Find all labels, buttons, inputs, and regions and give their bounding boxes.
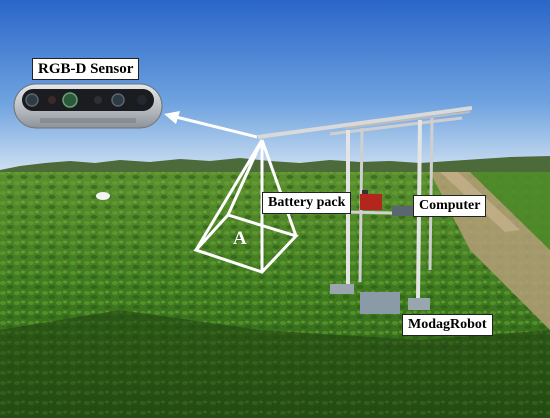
modagrobot-label: ModagRobot xyxy=(402,314,493,336)
sensor-lens-far xyxy=(137,95,147,105)
far-field xyxy=(470,172,550,250)
battery-pack xyxy=(360,194,382,210)
robot-wheel-right xyxy=(408,298,430,310)
field-of-view-frustum xyxy=(193,139,299,274)
sensor-vent xyxy=(40,118,136,123)
sensor-lens-left xyxy=(25,93,39,107)
region-a-label: A xyxy=(233,228,247,249)
battery-pack-label: Battery pack xyxy=(262,192,352,214)
frame-crossbar-upper xyxy=(344,111,471,129)
robot-wheel-left xyxy=(330,284,354,294)
computer-label: Computer xyxy=(413,195,487,217)
ir-emitter-icon xyxy=(48,96,56,104)
tree-line xyxy=(0,156,550,176)
field-object xyxy=(96,192,110,200)
computer-box xyxy=(392,206,422,216)
frame-crossbar xyxy=(329,116,463,136)
sensor-arrow-line xyxy=(175,115,258,139)
sensor-arrow-head xyxy=(164,111,180,124)
rgbd-sensor-label: RGB-D Sensor xyxy=(32,58,140,80)
battery-terminal xyxy=(362,190,368,194)
robot-base xyxy=(360,292,400,314)
frame-leg-right-back xyxy=(428,117,434,271)
foreground-shadow xyxy=(0,310,550,418)
ir-dot xyxy=(94,96,102,104)
rgbd-sensor xyxy=(13,83,163,129)
sensor-lens-right xyxy=(111,93,125,107)
rgb-camera-lens xyxy=(62,92,78,108)
sensor-boom xyxy=(257,106,473,139)
